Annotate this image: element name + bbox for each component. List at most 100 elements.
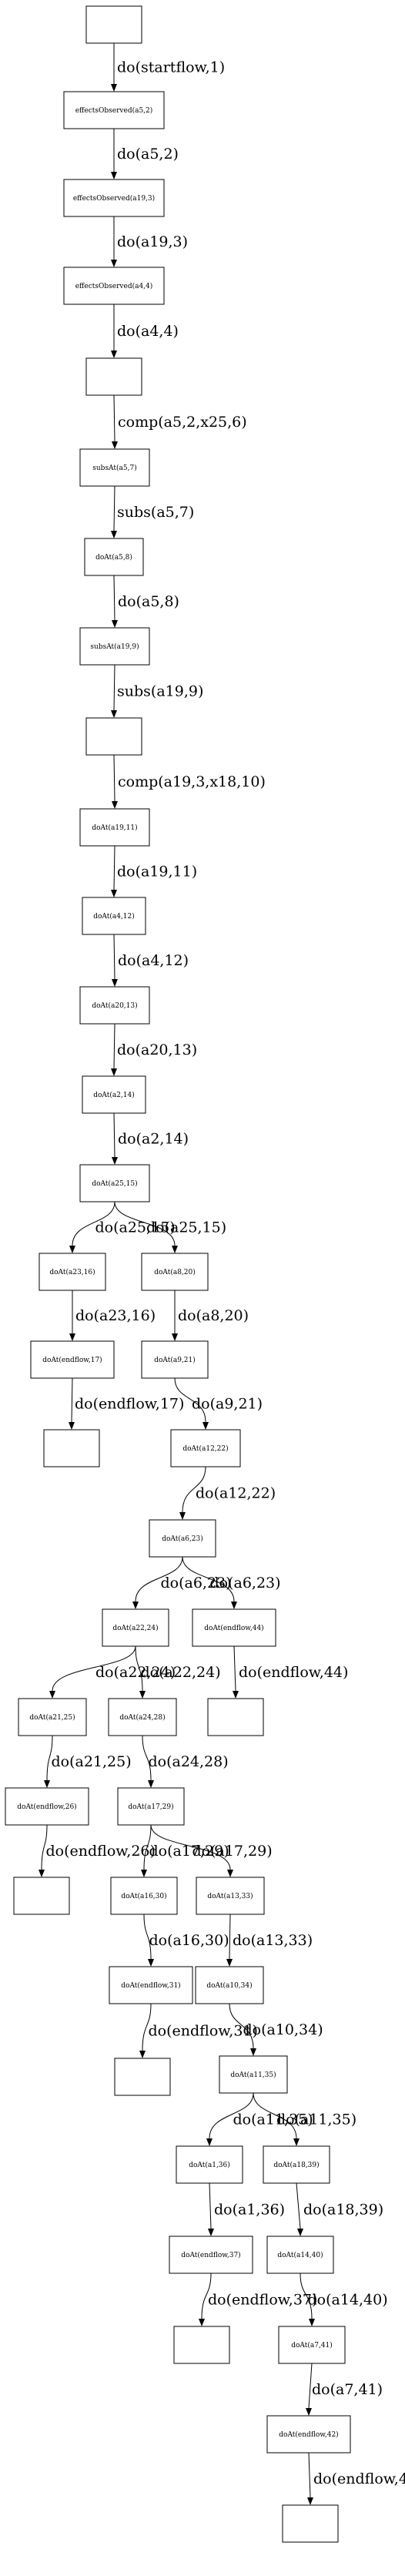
node-box — [114, 2058, 171, 2096]
edge-line — [113, 1112, 115, 1158]
edge-line — [209, 2182, 212, 2229]
edge-arrowhead — [226, 1959, 233, 1967]
edge-label: do(endflow,42) — [313, 2470, 405, 2487]
node-box — [13, 1877, 70, 1915]
edge-label: subs(a19,9) — [117, 683, 203, 700]
node-label: doAt(endflow,42) — [279, 2430, 338, 2439]
graph-node: doAt(a1,36) — [176, 2145, 243, 2184]
node-label: doAt(endflow,17) — [42, 1356, 102, 1364]
node-box — [79, 448, 150, 487]
node-box — [117, 1787, 185, 1826]
edge-label: comp(a5,2,x25,6) — [118, 414, 247, 431]
graph-edge: do(a17,29) — [141, 1824, 229, 1877]
edge-line — [209, 2092, 254, 2139]
node-box — [85, 717, 142, 756]
edge-label: do(a14,40) — [308, 2292, 388, 2309]
edge-arrowhead — [179, 1512, 186, 1520]
graph-node — [13, 1877, 70, 1915]
node-box — [169, 2236, 253, 2274]
graph-node: doAt(a16,30) — [110, 1877, 178, 1915]
graph-edge: do(a17,29) — [150, 1824, 273, 1877]
node-box — [79, 808, 150, 847]
graph-edge: do(a22,24) — [49, 1645, 176, 1699]
graph-edge: subs(a19,9) — [111, 664, 203, 718]
edge-arrowhead — [309, 2319, 315, 2326]
node-box — [207, 1698, 264, 1736]
edge-line — [113, 664, 115, 711]
edge-line — [233, 1645, 236, 1692]
graph-node: doAt(a2,14) — [82, 1075, 146, 1114]
node-box — [82, 1075, 146, 1114]
node-label: doAt(a2,14) — [93, 1091, 135, 1099]
edge-arrowhead — [172, 1246, 178, 1253]
node-box — [170, 1429, 241, 1467]
edge-arrowhead — [111, 351, 117, 358]
edge-arrowhead — [111, 84, 117, 92]
node-box — [79, 986, 150, 1025]
graph-node: doAt(a23,16) — [38, 1253, 106, 1291]
graph-edge: do(a1,36) — [208, 2182, 285, 2236]
edges-layer: do(startflow,1)do(a5,2)do(a19,3)do(a4,4)… — [38, 43, 405, 2505]
edge-label: do(a20,13) — [117, 1041, 197, 1058]
edge-label: do(a1,36) — [214, 2202, 285, 2219]
node-box — [43, 1429, 100, 1467]
graph-edge: comp(a19,3,x18,10) — [112, 754, 266, 809]
node-box — [63, 179, 165, 217]
edge-label: do(a25,15) — [146, 1219, 226, 1236]
edge-arrowhead — [69, 1333, 75, 1341]
edge-line — [182, 1556, 235, 1602]
graph-edge: do(startflow,1) — [111, 43, 225, 92]
edge-label: do(a24,28) — [149, 1753, 229, 1770]
edge-arrowhead — [44, 1780, 50, 1788]
node-label: doAt(a7,41) — [291, 2341, 333, 2350]
edge-arrowhead — [208, 2229, 214, 2236]
graph-node — [114, 2058, 171, 2096]
node-label: subsAt(a5,7) — [92, 464, 136, 472]
edge-arrowhead — [112, 441, 118, 449]
edge-label: do(a12,22) — [196, 1485, 276, 1502]
edge-label: do(a7,41) — [312, 2381, 383, 2398]
edge-label: do(a23,16) — [75, 1307, 156, 1324]
edge-arrowhead — [306, 2408, 312, 2416]
graph-node: doAt(a7,41) — [278, 2326, 346, 2364]
edge-line — [143, 1914, 152, 1960]
edge-line — [201, 2272, 212, 2319]
node-box — [192, 1608, 276, 1647]
graph-node: doAt(endflow,42) — [266, 2415, 351, 2454]
graph-edge: do(endflow,17) — [69, 1377, 184, 1430]
node-box — [176, 2145, 243, 2184]
edge-label: do(a2,14) — [118, 1131, 189, 1148]
node-label: doAt(a19,11) — [92, 823, 137, 832]
node-box — [63, 91, 165, 129]
edge-line — [142, 1735, 152, 1781]
edge-line — [113, 934, 115, 980]
node-box — [5, 1787, 89, 1826]
node-box — [282, 2504, 339, 2543]
node-label: doAt(a21,25) — [29, 1713, 75, 1722]
edge-label: do(a11,35) — [276, 2111, 356, 2128]
graph-edge: do(a4,4) — [111, 304, 179, 358]
graph-edge: do(a16,30) — [143, 1914, 229, 1967]
graph-edge: do(endflow,31) — [139, 2003, 258, 2058]
graph-node: doAt(a18,39) — [263, 2145, 330, 2184]
graph-edge: do(endflow,37) — [199, 2272, 317, 2326]
graph-node — [282, 2504, 339, 2543]
node-box — [82, 897, 146, 935]
node-label: doAt(a16,30) — [121, 1892, 166, 1900]
graph-edge: do(a11,35) — [253, 2092, 356, 2146]
node-box — [141, 1253, 209, 1291]
edge-arrowhead — [139, 2051, 146, 2058]
edge-label: do(a6,23) — [161, 1575, 232, 1592]
graph-edge: do(a4,12) — [112, 934, 189, 987]
node-label: doAt(endflow,26) — [17, 1803, 76, 1811]
graph-edge: do(endflow,42) — [307, 2452, 405, 2505]
edge-label: do(endflow,44) — [239, 1664, 348, 1681]
edge-arrowhead — [139, 1691, 146, 1699]
node-label: doAt(endflow,37) — [181, 2251, 240, 2259]
edge-arrowhead — [132, 1602, 139, 1609]
edge-line — [46, 1735, 53, 1781]
edge-line — [229, 1914, 231, 1960]
node-label: doAt(a14,40) — [277, 2251, 323, 2259]
node-label: doAt(a10,34) — [206, 1981, 252, 1990]
